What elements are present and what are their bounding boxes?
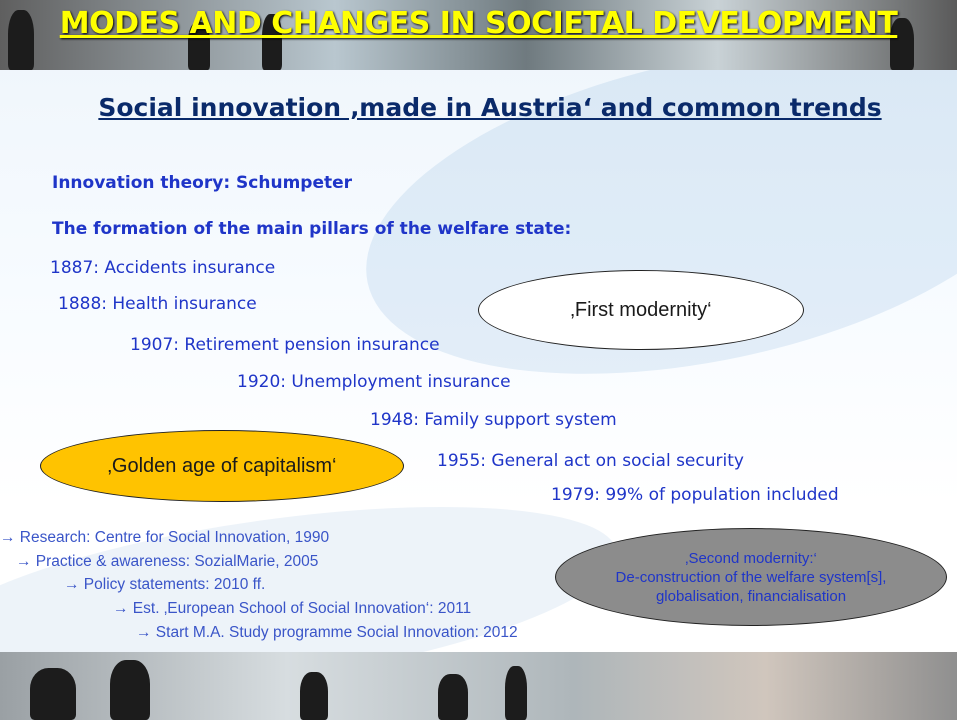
milestone-school: → Est. ‚European School of Social Innova… (113, 600, 472, 617)
footer-photo-band (0, 652, 957, 720)
first-modernity-label: ‚First modernity‘ (570, 298, 712, 321)
person-silhouette (30, 668, 76, 720)
innovation-theory: Innovation theory: Schumpeter (52, 173, 353, 193)
milestone-ma-programme: → Start M.A. Study programme Social Inno… (136, 624, 518, 641)
golden-age-oval: ‚Golden age of capitalism‘ (40, 430, 404, 502)
second-modernity-oval: ‚Second modernity:‘ De-construction of t… (555, 528, 947, 626)
milestone-practice: → Practice & awareness: SozialMarie, 200… (16, 553, 319, 570)
milestone-research: → Research: Centre for Social Innovation… (0, 529, 330, 546)
second-modernity-line: globalisation, financialisation (655, 587, 847, 605)
slide-title: Social innovation ‚made in Austria‘ and … (98, 93, 882, 122)
second-modernity-line: ‚Second modernity:‘ (685, 549, 817, 567)
pillars-heading: The formation of the main pillars of the… (52, 219, 572, 239)
person-silhouette (110, 660, 150, 720)
timeline-item-1955: 1955: General act on social security (437, 451, 744, 471)
timeline-item-1887: 1887: Accidents insurance (50, 258, 276, 278)
person-silhouette (438, 674, 468, 720)
person-silhouette (262, 14, 282, 70)
first-modernity-oval: ‚First modernity‘ (478, 270, 804, 350)
milestone-policy: → Policy statements: 2010 ff. (64, 576, 266, 593)
timeline-item-1920: 1920: Unemployment insurance (237, 372, 511, 392)
golden-age-label: ‚Golden age of capitalism‘ (107, 454, 337, 477)
timeline-item-1888: 1888: Health insurance (58, 294, 257, 314)
timeline-item-1948: 1948: Family support system (370, 410, 617, 430)
person-silhouette (890, 18, 914, 70)
person-silhouette (188, 22, 210, 70)
timeline-item-1979: 1979: 99% of population included (551, 485, 839, 505)
person-silhouette (300, 672, 328, 720)
timeline-item-1907: 1907: Retirement pension insurance (130, 335, 440, 355)
second-modernity-line: De-construction of the welfare system[s]… (615, 568, 887, 586)
header-title: MODES AND CHANGES IN SOCIETAL DEVELOPMEN… (59, 6, 898, 41)
person-silhouette (505, 666, 527, 720)
header-photo-band (0, 0, 957, 70)
person-silhouette (8, 10, 34, 70)
